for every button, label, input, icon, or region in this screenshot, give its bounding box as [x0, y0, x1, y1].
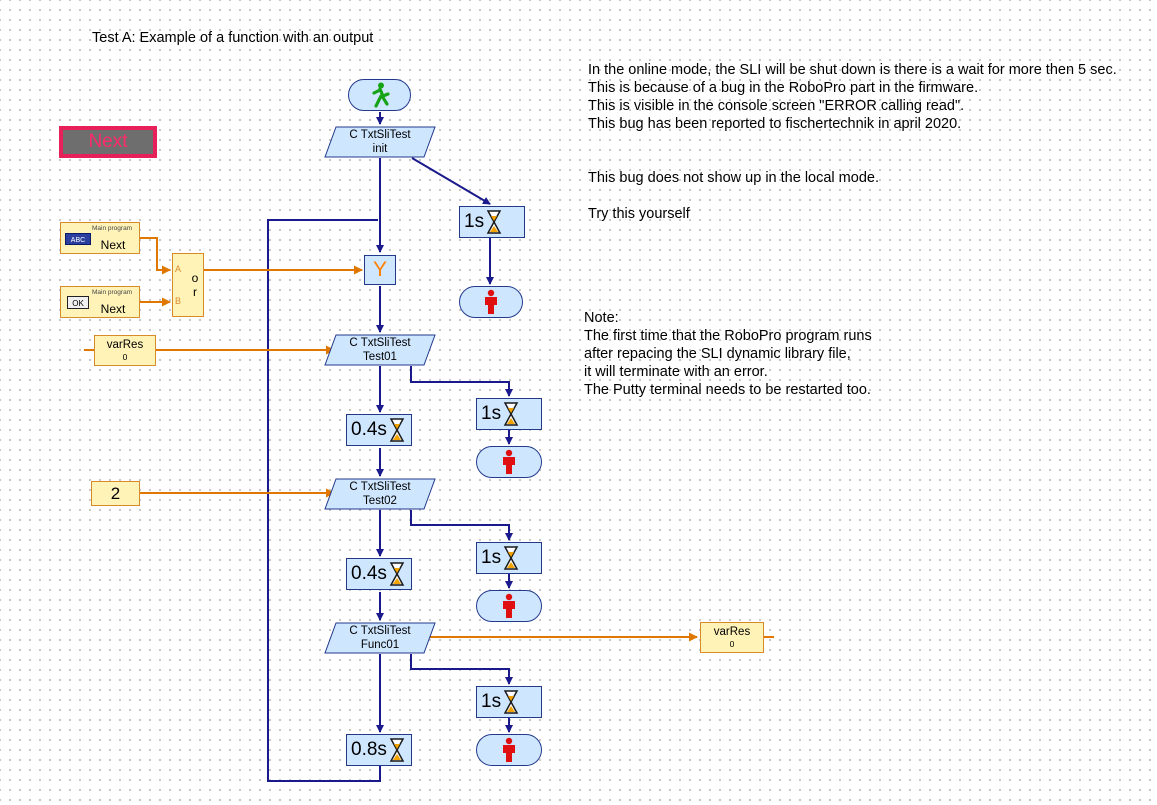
wait-block-func01-side[interactable]: 1s — [476, 686, 542, 718]
or-input-b: B — [175, 296, 182, 306]
next-button-label: Next — [63, 130, 153, 154]
red-standing-man-icon — [485, 289, 497, 314]
wait-time: 0.8s — [351, 739, 387, 760]
variable-varres-input[interactable]: varRes 0 — [94, 335, 156, 366]
note-online-line-3: This is visible in the console screen "E… — [588, 98, 965, 114]
variable-varres-output[interactable]: varRes 0 — [700, 622, 764, 653]
hourglass-icon — [503, 402, 519, 426]
ok-button-icon: OK — [67, 296, 89, 309]
or-block[interactable]: A B or — [172, 253, 204, 317]
note-line-2: after repacing the SLI dynamic library f… — [584, 346, 851, 362]
input-caption: Main program — [92, 225, 133, 232]
note-line-1: The first time that the RoboPro program … — [584, 328, 872, 344]
input-label: Next — [100, 238, 126, 252]
subprogram-name: C TxtSliTest — [349, 129, 411, 141]
subprogram-name: C TxtSliTest — [349, 625, 411, 637]
variable-value: 0 — [729, 639, 735, 649]
ok-icon-text: OK — [72, 299, 84, 308]
hourglass-icon — [389, 418, 405, 442]
note-line-3: it will terminate with an error. — [584, 364, 768, 380]
hourglass-icon — [503, 546, 519, 570]
note-try-yourself: Try this yourself — [588, 206, 690, 222]
wait-block-test02-main[interactable]: 0.4s — [346, 558, 412, 590]
wait-time: 1s — [481, 547, 502, 568]
note-online-line-4: This bug has been reported to fischertec… — [588, 116, 962, 132]
merge-y-block[interactable]: Y — [364, 255, 396, 285]
text-display-icon: ABC — [65, 233, 91, 245]
constant-value[interactable]: 2 — [91, 481, 140, 506]
next-button[interactable]: Next — [59, 126, 157, 158]
text-input-panel[interactable]: ABC Main program Next — [60, 222, 140, 254]
variable-name: varRes — [106, 339, 144, 351]
wait-block-func01-main[interactable]: 0.8s — [346, 734, 412, 766]
variable-name: varRes — [713, 626, 751, 638]
subprogram-init[interactable]: C TxtSliTest init — [324, 126, 436, 158]
program-end-init[interactable] — [459, 286, 523, 318]
subprogram-name: C TxtSliTest — [349, 481, 411, 493]
wait-block-test01-main[interactable]: 0.4s — [346, 414, 412, 446]
subprogram-name: C TxtSliTest — [349, 337, 411, 349]
subprogram-function: init — [372, 143, 388, 155]
subprogram-test01[interactable]: C TxtSliTest Test01 — [324, 334, 436, 366]
page-title: Test A: Example of a function with an ou… — [92, 30, 374, 46]
abc-icon-text: ABC — [71, 237, 85, 244]
green-walking-man-icon — [371, 82, 390, 108]
note-heading: Note: — [584, 310, 619, 326]
wait-time: 0.4s — [351, 419, 387, 440]
program-end-test02[interactable] — [476, 590, 542, 622]
program-end-func01[interactable] — [476, 734, 542, 766]
red-standing-man-icon — [503, 737, 515, 762]
red-standing-man-icon — [503, 449, 515, 474]
hourglass-icon — [389, 562, 405, 586]
button-input-panel[interactable]: OK Main program Next — [60, 286, 140, 318]
note-online-line-1: In the online mode, the SLI will be shut… — [588, 62, 1117, 78]
subprogram-function: Func01 — [360, 639, 400, 651]
wait-time: 1s — [464, 211, 485, 232]
program-start[interactable] — [348, 79, 411, 111]
hourglass-icon — [503, 690, 519, 714]
hourglass-icon — [389, 738, 405, 762]
variable-value: 0 — [122, 352, 128, 362]
note-local-mode: This bug does not show up in the local m… — [588, 170, 879, 186]
input-caption: Main program — [92, 289, 133, 296]
subprogram-function: Test01 — [363, 351, 397, 363]
note-online-line-2: This is because of a bug in the RoboPro … — [588, 80, 979, 96]
subprogram-func01[interactable]: C TxtSliTest Func01 — [324, 622, 436, 654]
subprogram-test02[interactable]: C TxtSliTest Test02 — [324, 478, 436, 510]
wait-time: 1s — [481, 691, 502, 712]
wait-time: 1s — [481, 403, 502, 424]
or-label: or — [191, 271, 199, 299]
wait-block-test02-side[interactable]: 1s — [476, 542, 542, 574]
red-standing-man-icon — [503, 593, 515, 618]
or-input-a: A — [175, 264, 182, 274]
input-label: Next — [100, 302, 126, 316]
hourglass-icon — [486, 210, 502, 234]
note-line-4: The Putty terminal needs to be restarted… — [584, 382, 871, 398]
subprogram-function: Test02 — [363, 495, 397, 507]
wait-time: 0.4s — [351, 563, 387, 584]
wait-block-init[interactable]: 1s — [459, 206, 525, 238]
program-end-test01[interactable] — [476, 446, 542, 478]
wait-block-test01-side[interactable]: 1s — [476, 398, 542, 430]
